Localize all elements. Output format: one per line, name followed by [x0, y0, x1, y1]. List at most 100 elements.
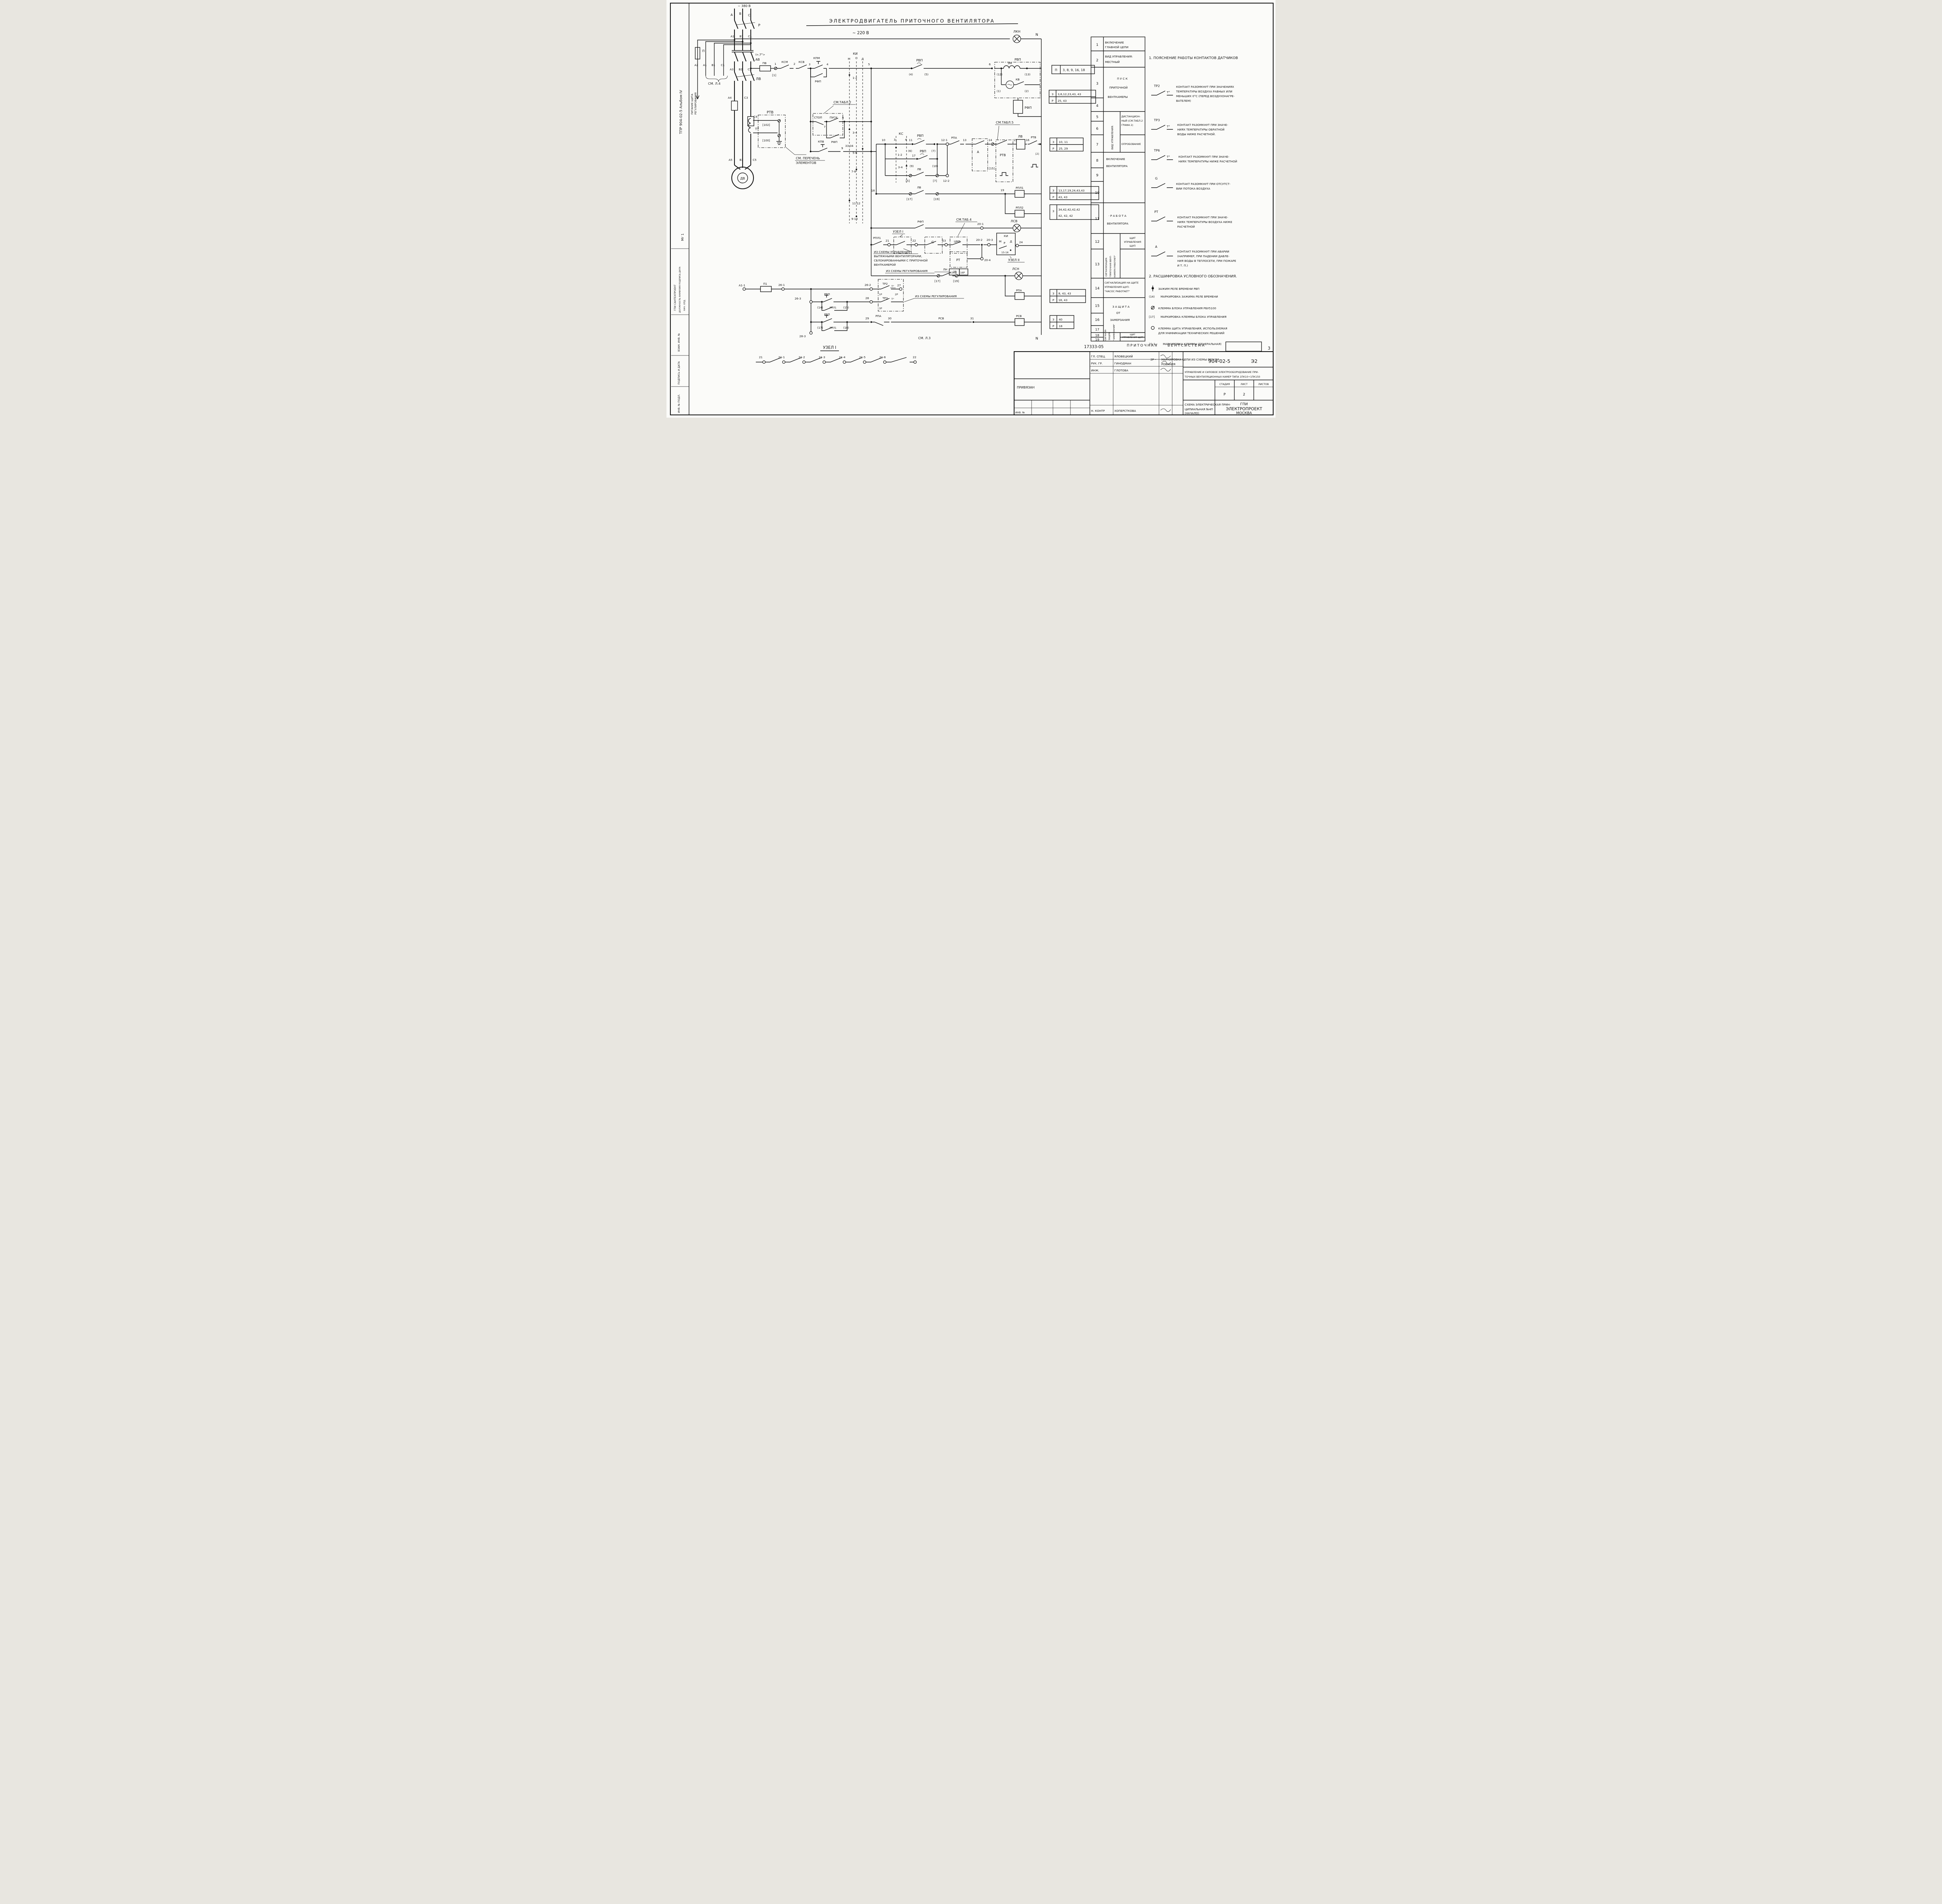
contact-kpv-label: КПВ [818, 140, 824, 143]
rung-ventilator-start: 10 3 КС 4 1-2 11 РВП (6) (7) 12-1 РПА 13… [876, 120, 1041, 183]
ref6-val1: 40 [1059, 318, 1063, 321]
terminal-25: 25 [953, 270, 957, 273]
terminal-2-label: 2 [794, 62, 795, 66]
node-b3-label: В3 [740, 158, 743, 162]
marking-1-label: [1] [772, 73, 776, 77]
st-r18-l1: ЩИТ [1130, 334, 1135, 336]
contact-ksv-label: КСВ [799, 60, 804, 64]
see-table2-label: СМ.ТАБЛ.2 [834, 100, 851, 104]
note-tr3-l3: ВОДЫ НИЖЕ РАСЧЕТНОЙ. [1177, 132, 1216, 136]
terminal-23: 23 [942, 239, 946, 242]
contact-rvp-delay-label: РВП [916, 58, 923, 62]
note-a-l3: НИЯ ВОДЫ В ТЕПЛОСЕТИ, ПРИ ПОЖАРЕ [1177, 259, 1236, 263]
ref6-val2: 18 [1059, 324, 1063, 328]
tb-nk-name: ХОПЕРСТКОВА [1114, 409, 1136, 413]
st-r1-l1: ВКЛЮЧЕНИЕ [1105, 41, 1124, 44]
terminal-7-label: 7 [824, 125, 826, 129]
note-tr3-temp: Т° [1166, 125, 1170, 128]
ki-box-label: КИ [1004, 234, 1008, 238]
node-b1-label: В1 [740, 35, 743, 38]
note-tr2-temp: Т° [1166, 91, 1170, 94]
st-r810-l2: ВЕНТИЛЯТОРА [1106, 164, 1128, 168]
st-num-3: 3 [1096, 82, 1098, 86]
st-r34-l2: ПРИТОЧНОЙ [1109, 86, 1128, 89]
note-rt-l3: РАСЧЕТНОЙ [1177, 225, 1195, 228]
st-r810-l1: ВКЛЮЧЕНИЕ [1106, 157, 1125, 161]
signature-squiggles [1160, 355, 1171, 371]
note-a-sym-label: А [1155, 245, 1157, 249]
terminal-28: 28 [865, 296, 869, 300]
em-terminal-12: (12) [997, 73, 1002, 76]
kv-terminal-2: (2) [1025, 89, 1028, 93]
phase-b-label: В [739, 12, 741, 16]
tb-name-1: ЯЛОВЕЦКИЙ [1114, 355, 1133, 358]
switch-p-label: Р [758, 23, 760, 28]
breaker-ab-label: АВ [755, 57, 760, 61]
ks-num3-label: 3 [894, 138, 896, 141]
legend-clamp-label: ЗАЖИМ РЕЛЕ ВРЕМЕНИ РВП [1158, 287, 1199, 291]
tr3-temp-label: Т° [891, 298, 894, 301]
terminal-31: 31 [970, 317, 974, 320]
st-r1213-v2: "ПРИТОЧНАЯ ВЕНТ- [1110, 255, 1112, 277]
tb-role-1: ГЛ. СПЕЦ. [1091, 355, 1106, 358]
ki-box-m: М [999, 240, 1001, 243]
terminal-13-label: 13 [963, 138, 967, 142]
terminal-26-1: 26-1 [778, 283, 785, 287]
ki-mark-9-10: 9-10 [851, 217, 858, 221]
legend-21-1-key: 21-1 – [1149, 342, 1158, 346]
note-tr3: ТР3 Т° КОНТАКТ РАЗОМКНУТ ПРИ ЗНАЧЕ- НИЯХ… [1151, 118, 1228, 136]
contact-rpa-label: РПА [951, 136, 957, 139]
terminal-p18: (18) [843, 326, 849, 329]
node-c2-label: С2 [748, 68, 752, 71]
note-exhaust-1: ИЗ СХЕМЫ УПРАВЛЕНИЯ [874, 250, 910, 254]
rung-stop-start: СМ.ТАБЛ.2 СТОП ПУСК 7 8 РФП [809, 100, 872, 144]
tb-sheet-header: ЛИСТ [1241, 383, 1248, 386]
marking-19-label: [19] [934, 197, 940, 201]
terminal-20-4: 20-4 [984, 258, 991, 262]
terminal-16r: 16Р [960, 271, 965, 274]
terminal-19-label: 19 [1001, 188, 1004, 192]
phase-c-label: С [748, 13, 750, 17]
ki-mark-15-16: 15-16 [1001, 251, 1009, 254]
contact-rpl1-b1: РПЛ1 [830, 306, 837, 309]
st-r2-l1: ВИД УПРАВЛЕНИЯ: [1105, 55, 1133, 58]
terminal-11-label: 11 [909, 138, 912, 142]
uzel1-t212: 21-2 [799, 355, 805, 359]
st-num-1: 1 [1096, 43, 1098, 47]
feed-note-line2: РЕГУЛИРОВАНИЯ [694, 92, 697, 115]
st-r14-l1: СИГНАЛИЗАЦИЯ НА ЩИТЕ [1105, 281, 1139, 284]
ki-o-label: О [855, 56, 858, 60]
tap-a2-label: А2 [694, 63, 698, 67]
terminal-12-1: 12-1 [941, 138, 948, 142]
note-a-l1: КОНТАКТ РАЗОМКНУТ ПРИ АВАРИИ [1177, 250, 1229, 253]
sheet-page-number: 3 [1268, 346, 1270, 351]
margin-podpis-label: ПОДПИСЬ И ДАТА [677, 361, 680, 385]
ref2-val2: 25, 29 [1059, 147, 1068, 150]
st-num-15: 15 [1095, 304, 1100, 308]
st-num-19: 19 [1095, 338, 1099, 341]
terminal-17-label: 17 [912, 154, 916, 157]
st-r12-l1: ЩИТ [1129, 237, 1136, 240]
note-tr2-sym-label: ТР2 [1154, 84, 1160, 88]
uzel1-t211: 21-1 [778, 355, 785, 359]
note-tr6-l2: НИЯХ ТЕМПЕРАТУРЫ НИЖЕ РАСЧЕТНОЙ [1178, 160, 1237, 163]
st-r11-l1: · Р А Б О Т А [1108, 214, 1126, 218]
rsv-coil-label: РСВ [1016, 314, 1022, 318]
contact-kpm-label: КПМ [813, 56, 820, 60]
tb-name-2: ГИНОДМАН [1114, 362, 1131, 365]
node-a5-label: А5 [729, 158, 733, 162]
contact-rfp-hold-label: РФП [815, 80, 821, 83]
note-tr3-sym-label: ТР3 [1154, 118, 1160, 122]
ref-table-p: П 3, 8, 9, 16, 18 [1051, 65, 1095, 74]
note-regulation-label: ИЗ СХЕМЫ РЕГУЛИРОВАНИЯ [886, 269, 927, 273]
ref-p-values: 3, 8, 9, 16, 18 [1063, 68, 1085, 72]
st-r14-l3: "НАСОС РАБОТАЕТ" [1105, 290, 1130, 293]
em-coil-label: ЭМ [1008, 61, 1012, 65]
tb-org-3: МОСКВА [1236, 411, 1252, 415]
ref-table-1: З 3,6,12,23,43, 43 Р 25, 43 [1049, 90, 1096, 104]
note-tr2: ТР2 Т° КОНТАКТ РАЗОМКНУТ ПРИ ЗНАЧЕНИЯХ Т… [1151, 84, 1235, 103]
contact-rtv2-label: РТВ [1031, 136, 1036, 139]
system-name-1: ПРИТОЧНАЯ [1127, 343, 1158, 348]
tb-desc-2: ТОЧНЫХ ВЕНТИЛЯЦИОННЫХ КАМЕР ТИПА 1ПК10÷1… [1184, 375, 1260, 378]
terminal-3-label: 3 [809, 63, 811, 66]
